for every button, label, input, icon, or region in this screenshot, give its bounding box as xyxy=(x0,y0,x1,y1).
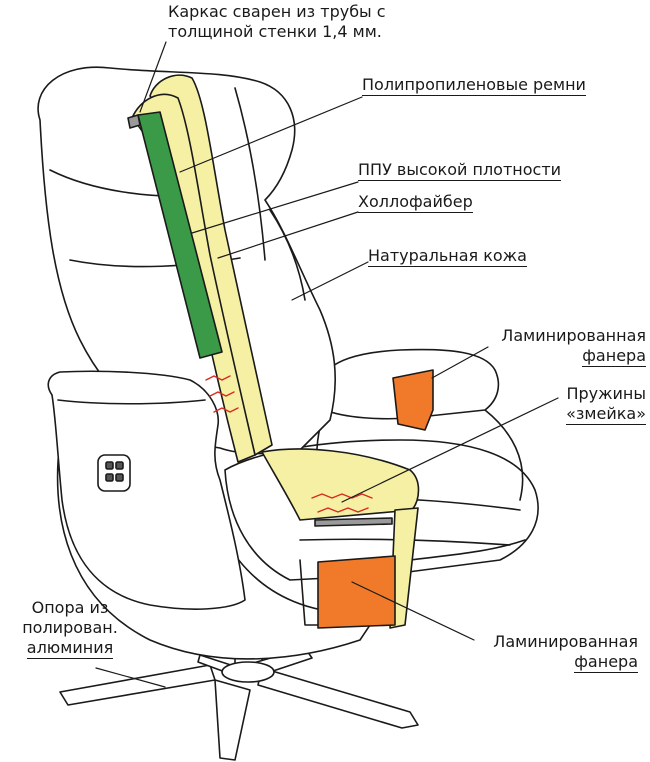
seat-springs xyxy=(311,493,373,513)
backrest-springs xyxy=(205,375,239,413)
remote-control-panel xyxy=(97,454,131,492)
plywood-seat xyxy=(317,555,396,629)
label-frame-line1: Каркас сварен из трубы с xyxy=(168,2,386,21)
chair-base xyxy=(59,647,419,761)
label-frame: Каркас сварен из трубы с толщиной стенки… xyxy=(168,2,386,42)
leader-lines xyxy=(95,41,559,688)
label-frame-line2: толщиной стенки 1,4 мм. xyxy=(168,22,382,41)
label-plywood-top: Ламинированная фанера xyxy=(501,326,646,367)
left-armrest xyxy=(47,370,246,610)
label-springs: Пружины «змейка» xyxy=(566,384,646,425)
frame-tube xyxy=(127,114,141,129)
label-plywood-bottom: Ламинированная фанера xyxy=(493,632,638,673)
label-hollofiber: Холлофайбер xyxy=(358,192,473,213)
seat-frame-rod xyxy=(314,517,393,527)
label-leather: Натуральная кожа xyxy=(368,246,527,267)
plywood-armrest xyxy=(392,369,434,431)
label-belts: Полипропиленовые ремни xyxy=(362,75,586,96)
label-foam: ППУ высокой плотности xyxy=(358,160,562,181)
label-support: Опора из полирован. алюминия xyxy=(22,598,118,659)
backrest-belts xyxy=(137,111,223,359)
